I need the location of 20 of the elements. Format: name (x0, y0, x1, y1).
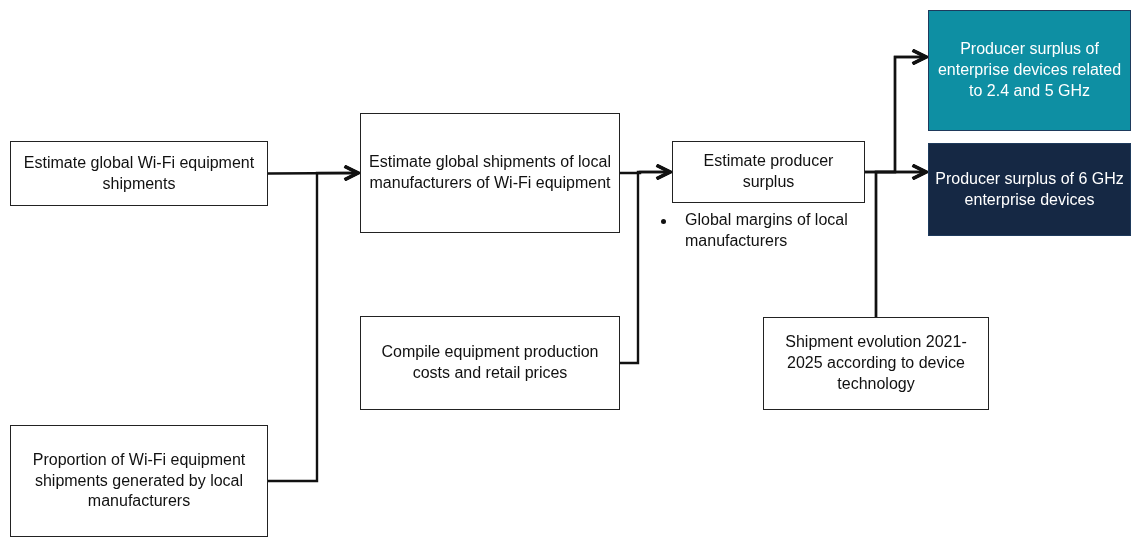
node-text: Estimate global shipments of local manufacturers of Wi-Fi equipment (368, 152, 612, 193)
node-text: Producer surplus of enterprise devices related to 2.4 and 5 GHz (936, 39, 1123, 101)
process-box (360, 316, 620, 410)
connector-arrow (268, 164, 360, 483)
node-text: Estimate producer surplus (702, 151, 835, 192)
process-box (763, 317, 989, 410)
result-box (928, 10, 1131, 131)
process-box (672, 141, 865, 203)
node-text: Compile equipment production costs and retail prices (380, 342, 600, 383)
node-text: Shipment evolution 2021-2025 according to device technology (784, 332, 968, 394)
bullet-note: Global margins of local manufacturers (685, 210, 849, 251)
process-box (360, 113, 620, 233)
node-text: Proportion of Wi-Fi equipment shipments generated by local manufacturers (31, 449, 247, 512)
process-box (10, 425, 268, 537)
process-box (10, 141, 268, 206)
node-text: Estimate global Wi-Fi equipment shipments (22, 152, 256, 194)
node-text: Producer surplus of 6 GHz enterprise devices (935, 168, 1124, 210)
result-box (928, 143, 1131, 236)
connector-arrow (620, 163, 672, 365)
connector-arrow (874, 163, 928, 317)
